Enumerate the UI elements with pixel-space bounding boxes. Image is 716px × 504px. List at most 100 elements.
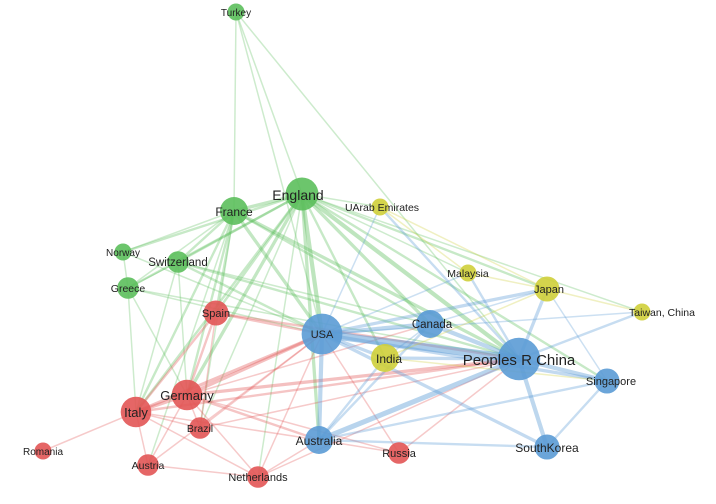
edge-france-usa — [232, 209, 324, 336]
edge-australia-southkorea — [317, 438, 549, 449]
edge-japan-taiwan — [546, 288, 643, 313]
edge-france-austria — [147, 210, 235, 466]
node-label-russia: Russia — [382, 448, 417, 460]
edge-germany-usa — [185, 332, 324, 397]
edge-england-taiwan — [301, 193, 643, 313]
edge-italy-usa — [134, 332, 324, 414]
node-greece[interactable] — [117, 277, 139, 299]
edge-france-greece — [127, 210, 235, 289]
edge-england-germany — [185, 192, 304, 397]
edge-italy-australia — [135, 411, 320, 441]
node-italy[interactable] — [120, 396, 152, 428]
node-label-southkorea: SouthKorea — [515, 441, 579, 455]
edge-netherlands-china — [257, 358, 520, 478]
node-label-china: Peoples R China — [463, 352, 576, 369]
node-southkorea[interactable] — [534, 434, 560, 460]
edge-spain-brazil — [199, 312, 217, 429]
node-label-uae: UArab Emirates — [345, 202, 419, 214]
node-austria[interactable] — [137, 454, 159, 476]
node-label-spain: Spain — [202, 308, 230, 320]
node-romania[interactable] — [34, 442, 52, 460]
edge-turkey-usa — [235, 11, 323, 335]
edge-england-australia — [300, 192, 321, 442]
node-label-canada: Canada — [412, 319, 453, 331]
node-label-malaysia: Malaysia — [447, 268, 489, 280]
edge-england-spain — [214, 192, 304, 315]
node-malaysia[interactable] — [459, 264, 477, 282]
node-norway[interactable] — [114, 243, 132, 261]
edge-japan-malaysia — [467, 272, 548, 290]
edge-england-singapore — [300, 192, 609, 383]
node-label-switzerland: Switzerland — [148, 257, 207, 269]
node-australia[interactable] — [305, 426, 333, 454]
node-france[interactable] — [220, 197, 248, 225]
node-label-netherlands: Netherlands — [228, 472, 288, 484]
node-label-usa: USA — [311, 329, 334, 341]
edge-england-norway — [121, 192, 304, 254]
edge-russia-usa — [321, 333, 400, 454]
edge-switzerland-italy — [135, 261, 179, 413]
node-canada[interactable] — [416, 310, 444, 338]
edge-india-japan — [384, 288, 548, 359]
edge-england-china — [299, 191, 522, 362]
edge-russia-china — [398, 358, 520, 454]
node-singapore[interactable] — [594, 368, 620, 394]
edge-austria-netherlands — [147, 464, 259, 478]
node-label-england: England — [272, 187, 323, 203]
node-label-japan: Japan — [534, 284, 564, 296]
node-spain[interactable] — [203, 300, 229, 326]
edge-england-japan — [300, 192, 549, 291]
node-label-germany: Germany — [160, 388, 214, 403]
edge-england-malaysia — [301, 193, 469, 274]
node-label-india: India — [376, 352, 402, 366]
edge-uae-malaysia — [379, 206, 469, 274]
edge-turkey-england — [235, 11, 303, 195]
edge-germany-canada — [186, 323, 431, 396]
node-uae[interactable] — [371, 198, 389, 216]
edge-spain-italy — [134, 311, 218, 414]
edge-canada-japan — [429, 288, 548, 325]
edge-england-netherlands — [257, 193, 303, 478]
node-label-brazil: Brazil — [187, 423, 213, 435]
edge-usa-southkorea — [320, 332, 549, 449]
node-russia[interactable] — [388, 442, 410, 464]
edge-usa-singapore — [320, 332, 609, 383]
edge-norway-usa — [122, 251, 323, 335]
node-taiwan[interactable] — [633, 303, 651, 321]
node-japan[interactable] — [534, 276, 560, 302]
node-brazil[interactable] — [189, 417, 211, 439]
node-england[interactable] — [285, 177, 319, 211]
edge-germany-russia — [186, 394, 400, 454]
edge-france-china — [232, 209, 521, 361]
node-label-romania: Romania — [23, 447, 63, 458]
node-label-turkey: Turkey — [221, 8, 251, 19]
edge-china-australia — [316, 356, 522, 443]
node-label-taiwan: Taiwan, China — [629, 307, 695, 319]
edge-switzerland-canada — [177, 261, 431, 325]
edge-greece-italy — [127, 287, 137, 413]
node-label-singapore: Singapore — [586, 376, 636, 388]
edge-austria-usa — [147, 333, 323, 466]
node-label-austria: Austria — [132, 460, 165, 472]
edge-turkey-china — [235, 11, 520, 360]
node-china[interactable] — [497, 337, 541, 381]
node-india[interactable] — [371, 344, 399, 372]
edge-england-canada — [300, 192, 432, 326]
edge-india-singapore — [384, 357, 608, 382]
edge-england-usa — [299, 191, 325, 337]
node-switzerland[interactable] — [167, 251, 189, 273]
node-label-australia: Australia — [296, 434, 343, 448]
node-label-greece: Greece — [111, 283, 146, 295]
node-turkey[interactable] — [227, 3, 245, 21]
edge-usa-china — [318, 330, 523, 363]
node-germany[interactable] — [171, 379, 203, 411]
node-usa[interactable] — [301, 313, 343, 355]
edge-italy-romania — [42, 411, 137, 452]
node-netherlands[interactable] — [247, 466, 269, 488]
edge-australia-singapore — [317, 379, 609, 442]
edge-singapore-southkorea — [545, 379, 609, 449]
edge-england-brazil — [199, 193, 303, 429]
node-label-norway: Norway — [106, 248, 140, 259]
edge-turkey-france — [233, 11, 237, 212]
edge-england-switzerland — [176, 192, 304, 264]
